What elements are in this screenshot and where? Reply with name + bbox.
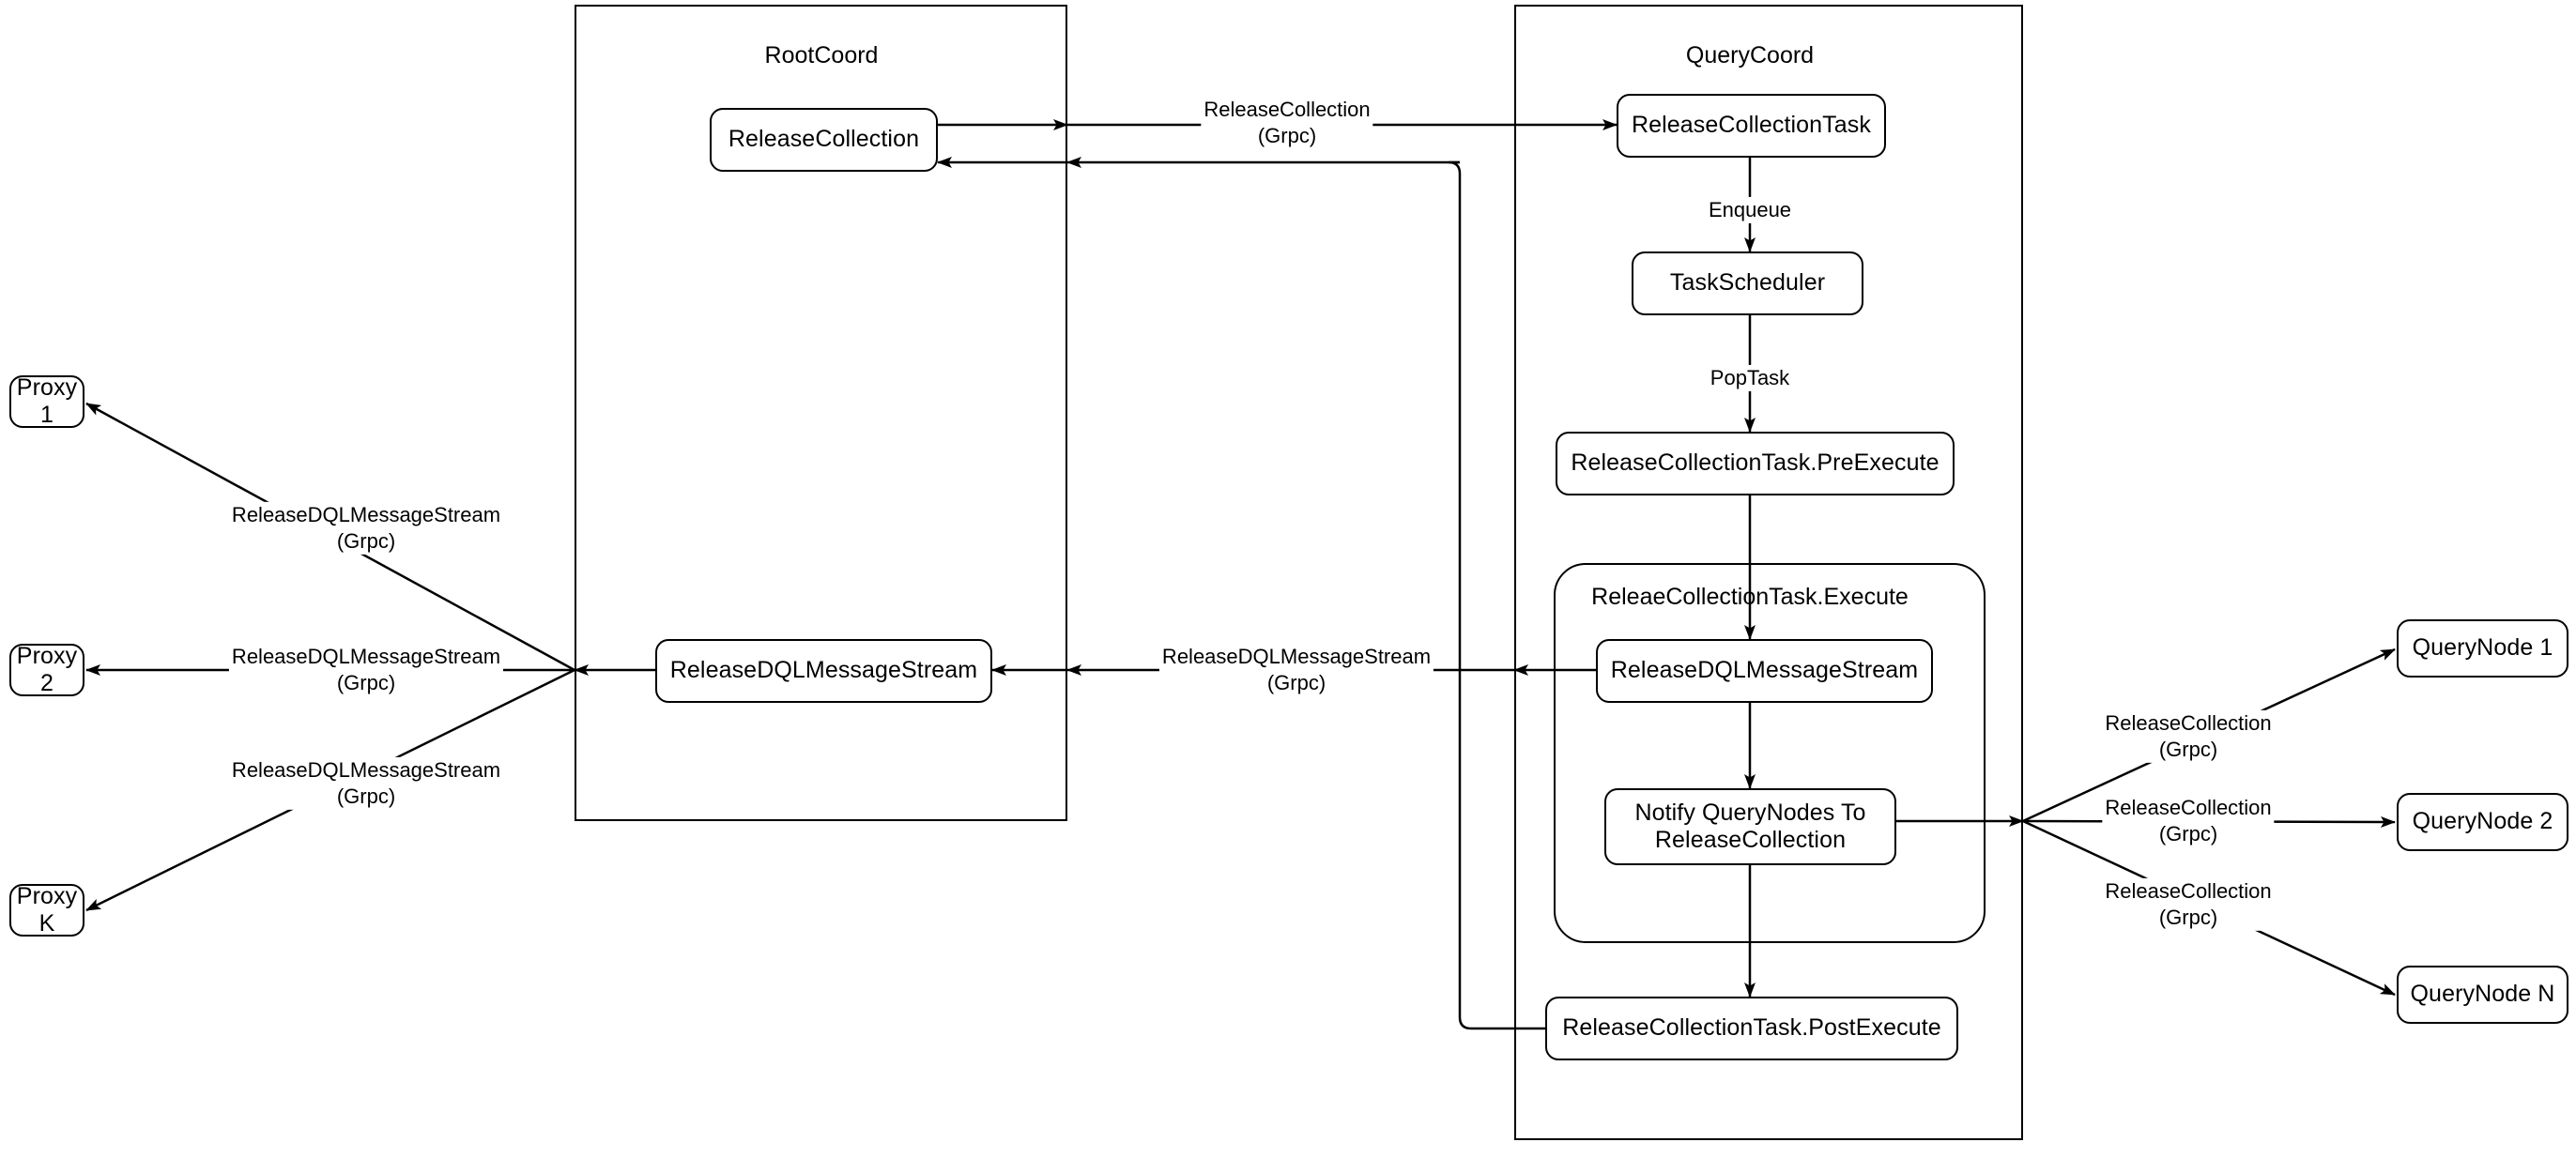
container-rootcoord: [575, 5, 1067, 821]
edge-label-releasedqlmessagestream-grpc-proxy1: ReleaseDQLMessageStream (Grpc): [228, 501, 504, 556]
edge-label-poptask: PopTask: [1705, 364, 1795, 392]
edge-label-releasedqlmessagestream-grpc-proxy2: ReleaseDQLMessageStream (Grpc): [228, 643, 504, 697]
node-proxy-k[interactable]: Proxy K: [9, 883, 84, 937]
node-taskscheduler[interactable]: TaskScheduler: [1632, 251, 1863, 315]
edge-label-line2: (Grpc): [336, 671, 396, 694]
edge-label-line2: (Grpc): [336, 785, 396, 808]
node-releasedqlmessagestream-rootcoord[interactable]: ReleaseDQLMessageStream: [655, 639, 992, 703]
edge-label-enqueue: Enqueue: [1703, 196, 1797, 224]
edge-label-line1: ReleaseCollection: [1204, 97, 1371, 121]
node-releasecollection-rootcoord[interactable]: ReleaseCollection: [710, 108, 938, 172]
node-releasecollectiontask[interactable]: ReleaseCollectionTask: [1617, 94, 1886, 158]
edge-label-line2: (Grpc): [2158, 822, 2218, 845]
edge-label-releasecollection-grpc-top: ReleaseCollection (Grpc): [1201, 96, 1373, 150]
group-label-execute: ReleaeCollectionTask.Execute: [1591, 584, 1909, 610]
node-releasedqlmessagestream-querycoord[interactable]: ReleaseDQLMessageStream: [1596, 639, 1933, 703]
edge-label-line2: (Grpc): [2158, 738, 2218, 761]
edge-label-releasedqlmessagestream-grpc-mid: ReleaseDQLMessageStream (Grpc): [1158, 643, 1434, 697]
node-notify-querynodes-to-releasecollection[interactable]: Notify QueryNodes To ReleaseCollection: [1604, 788, 1896, 865]
edge-label-line2: (Grpc): [1257, 124, 1317, 147]
edge-label-line2: (Grpc): [2158, 906, 2218, 929]
node-proxy-1[interactable]: Proxy 1: [9, 374, 84, 428]
node-querynode-2[interactable]: QueryNode 2: [2397, 793, 2568, 851]
edge-label-line1: ReleaseCollection: [2105, 795, 2272, 819]
edge-label-line1: ReleaseCollection: [2105, 710, 2272, 735]
edge-label-releasecollection-grpc-querynode1: ReleaseCollection (Grpc): [2102, 709, 2275, 764]
edge-label-line1: ReleaseDQLMessageStream: [231, 644, 501, 668]
node-querynode-1[interactable]: QueryNode 1: [2397, 619, 2568, 678]
edge-label-line1: ReleaseDQLMessageStream: [231, 757, 501, 782]
group-execute: [1554, 563, 1986, 943]
edge-label-line2: (Grpc): [1266, 671, 1326, 694]
node-releasecollectiontask-preexecute[interactable]: ReleaseCollectionTask.PreExecute: [1556, 432, 1955, 495]
edge-label-line1: PopTask: [1710, 365, 1790, 389]
node-releasecollectiontask-postexecute[interactable]: ReleaseCollectionTask.PostExecute: [1545, 997, 1958, 1060]
node-querynode-n[interactable]: QueryNode N: [2397, 966, 2568, 1024]
edge-label-releasecollection-grpc-querynoden: ReleaseCollection (Grpc): [2102, 877, 2275, 932]
edge-label-line2: (Grpc): [336, 529, 396, 553]
edge-label-releasecollection-grpc-querynode2: ReleaseCollection (Grpc): [2102, 794, 2275, 848]
node-proxy-2[interactable]: Proxy 2: [9, 643, 84, 696]
edge-label-releasedqlmessagestream-grpc-proxyk: ReleaseDQLMessageStream (Grpc): [228, 756, 504, 811]
edge-label-line1: ReleaseDQLMessageStream: [1161, 644, 1432, 668]
edge-label-line1: ReleaseDQLMessageStream: [231, 502, 501, 526]
container-querycoord: [1514, 5, 2023, 1140]
edge-label-line1: Enqueue: [1708, 197, 1792, 221]
container-label-rootcoord: RootCoord: [764, 42, 879, 69]
edge-label-line1: ReleaseCollection: [2105, 878, 2272, 903]
container-label-querycoord: QueryCoord: [1685, 42, 1815, 69]
